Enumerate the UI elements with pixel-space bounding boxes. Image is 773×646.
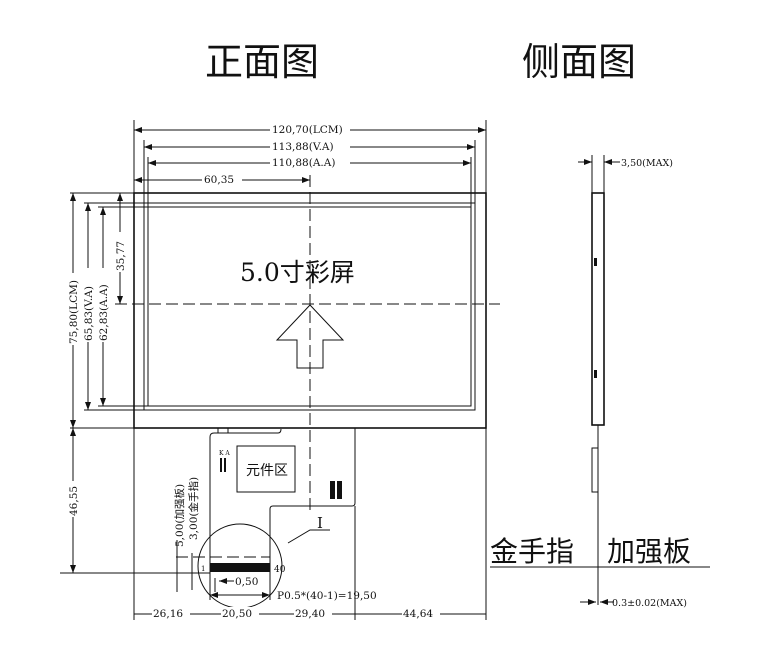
dim-fpc-length: 46,55: [68, 486, 80, 516]
dim-va-width: 113,88(V.A): [272, 141, 334, 153]
module-side: [591, 192, 605, 426]
dim-pin-width: 0,50: [235, 576, 258, 588]
pin-first: 1: [201, 565, 205, 573]
dim-lcm-width: 120,70(LCM): [272, 124, 343, 136]
detail-label: I: [317, 514, 323, 532]
orientation-arrow-icon: [275, 304, 345, 369]
dim-gold-finger: 3,00(金手指): [187, 477, 200, 540]
stiffener-label: 加强板: [607, 535, 691, 568]
fpc-outline: [209, 428, 282, 573]
pin-last: 40: [274, 565, 286, 575]
dim-center-x: 60,35: [204, 174, 234, 186]
components-area: [236, 445, 296, 493]
dim-aa-width: 110,88(A.A): [272, 157, 335, 169]
dim-fpc-thickness: 0.3±0.02(MAX): [612, 598, 687, 609]
ka-label: K A: [219, 450, 230, 457]
fpc-step: [269, 428, 356, 573]
dim-aa-height: 62,83(A.A): [98, 284, 110, 341]
dim-bottom-1: 26,16: [153, 608, 183, 620]
side-view: 3,50(MAX) 金手指 加强板 0.3±0.02(MAX): [490, 155, 710, 609]
dim-center-y: 35,77: [115, 241, 127, 271]
dim-lcm-height: 75,80(LCM): [68, 280, 80, 344]
front-view-title: 正面图: [205, 40, 319, 84]
dim-va-height: 65,83(V.A): [83, 286, 95, 341]
dim-bottom-2: 20,50: [222, 608, 252, 620]
front-view: 5.0寸彩屏 元件区 K A 1 40 I 120,70(LCM) 113,88…: [60, 120, 500, 620]
screen-label: 5.0寸彩屏: [240, 258, 355, 287]
pad-icon: [330, 481, 335, 499]
gold-finger-bar: [210, 563, 270, 572]
dim-bottom-3: 29,40: [295, 608, 325, 620]
dim-thickness: 3,50(MAX): [621, 158, 673, 169]
dim-stiffener: 5,00(加强板): [173, 484, 186, 547]
dim-bottom-4: 44,64: [403, 608, 433, 620]
side-view-title: 侧面图: [522, 40, 636, 84]
dim-pitch: P0.5*(40-1)=19,50: [277, 590, 377, 602]
detail-leader: [287, 529, 330, 544]
gold-finger-label: 金手指: [490, 535, 574, 568]
components-label: 元件区: [246, 463, 288, 479]
